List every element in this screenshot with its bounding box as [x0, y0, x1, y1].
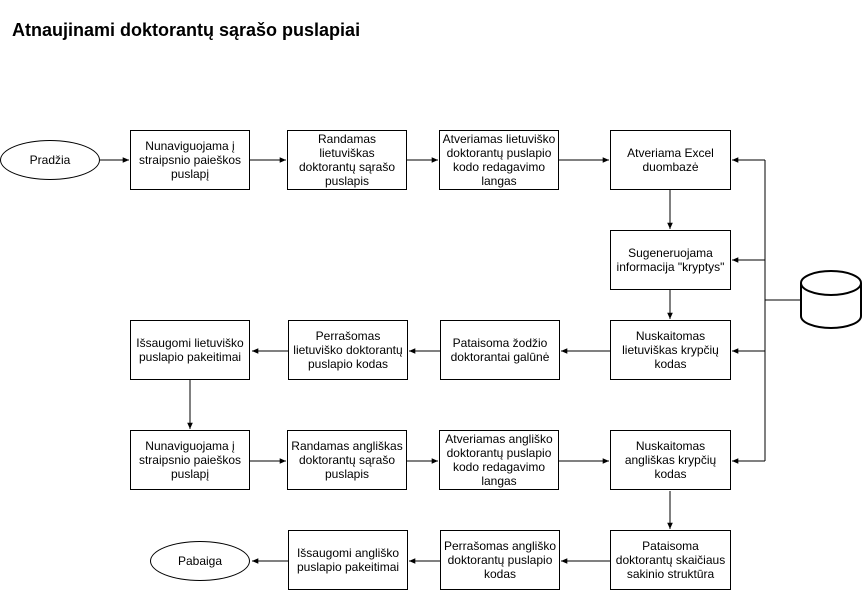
step-navigate-search-en: Nunaviguojama į straipsnio paieškos pusl… — [130, 430, 250, 490]
step-fix-word-ending: Pataisoma žodžio doktorantai galūnė — [440, 320, 560, 380]
step-label: Atveriamas lietuviško doktorantų puslapi… — [442, 132, 556, 188]
step-open-excel: Atveriama Excel duombazė — [610, 130, 731, 190]
step-label: Nuskaitomas angliškas krypčių kodas — [624, 439, 717, 481]
step-open-lt-editor: Atveriamas lietuviško doktorantų puslapi… — [439, 130, 559, 190]
step-generate-kryptys: Sugeneruojama informacija "kryptys" — [610, 230, 731, 290]
cylinder-database-icon — [800, 270, 862, 329]
step-label: Nunaviguojama į straipsnio paieškos pusl… — [138, 139, 242, 181]
step-read-lt-code: Nuskaitomas lietuviškas krypčių kodas — [610, 320, 731, 380]
step-read-en-code: Nuskaitomas angliškas krypčių kodas — [610, 430, 731, 490]
step-save-lt: Išsaugomi lietuviško puslapio pakeitimai — [130, 320, 250, 380]
step-label: Randamas angliškas doktorantų sąrašo pus… — [291, 439, 403, 481]
start-node: Pradžia — [0, 140, 100, 180]
diagram-title: Atnaujinami doktorantų sąrašo puslapiai — [12, 20, 361, 40]
step-label: Perrašomas angliško doktorantų puslapio … — [443, 539, 557, 581]
step-label: Išsaugomi lietuviško puslapio pakeitimai — [136, 336, 244, 364]
step-rewrite-lt-code: Perrašomas lietuviško doktorantų puslapi… — [288, 320, 408, 380]
step-label: Atveriama Excel duombazė — [627, 146, 714, 174]
step-fix-sentence-structure: Pataisoma doktorantų skaičiaus sakinio s… — [610, 530, 731, 590]
step-find-lt-list: Randamas lietuviškas doktorantų sąrašo p… — [287, 130, 407, 190]
step-label: Pataisoma doktorantų skaičiaus sakinio s… — [615, 539, 726, 581]
end-node: Pabaiga — [150, 541, 250, 581]
step-label: Išsaugomi angliško puslapio pakeitimai — [296, 546, 400, 574]
step-find-en-list: Randamas angliškas doktorantų sąrašo pus… — [287, 430, 407, 490]
step-label: Nuskaitomas lietuviškas krypčių kodas — [622, 329, 719, 371]
step-navigate-search-lt: Nunaviguojama į straipsnio paieškos pusl… — [130, 130, 250, 190]
step-open-en-editor: Atveriamas angliško doktorantų puslapio … — [439, 430, 559, 490]
step-save-en: Išsaugomi angliško puslapio pakeitimai — [288, 530, 408, 590]
start-label: Pradžia — [29, 153, 71, 167]
end-label: Pabaiga — [177, 554, 223, 568]
step-rewrite-en-code: Perrašomas angliško doktorantų puslapio … — [440, 530, 560, 590]
step-label: Nunaviguojama į straipsnio paieškos pusl… — [138, 439, 242, 481]
step-label: Sugeneruojama informacija "kryptys" — [616, 246, 725, 274]
step-label: Atveriamas angliško doktorantų puslapio … — [445, 432, 553, 488]
step-label: Pataisoma žodžio doktorantai galūnė — [450, 336, 550, 364]
step-label: Perrašomas lietuviško doktorantų puslapi… — [293, 329, 403, 371]
step-label: Randamas lietuviškas doktorantų sąrašo p… — [298, 132, 396, 188]
